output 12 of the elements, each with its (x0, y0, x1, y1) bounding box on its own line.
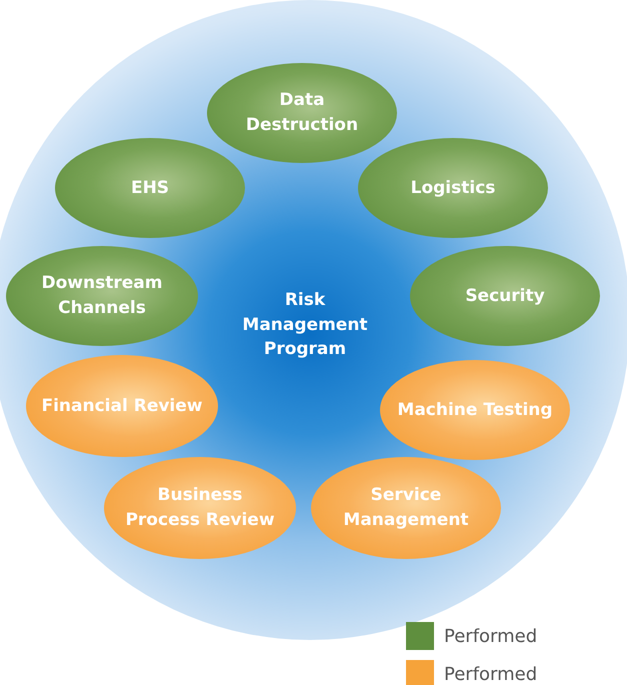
ellipse-label: Logistics (410, 176, 496, 200)
ellipse-label: Service Management (342, 484, 470, 532)
ellipse-label: Machine Testing (396, 398, 554, 422)
center-label: Risk Management Program (241, 289, 369, 362)
ellipse-label: Business Process Review (124, 484, 276, 532)
ellipse-label: EHS (130, 176, 170, 200)
ellipse-label: Data Destruction (244, 89, 360, 137)
legend-label: Performed (444, 626, 538, 646)
ellipse-label: Security (464, 284, 546, 308)
legend-label: Performed (444, 664, 538, 684)
ellipse-label: Downstream Channels (40, 272, 164, 320)
ellipse-label: Financial Review (40, 394, 204, 418)
